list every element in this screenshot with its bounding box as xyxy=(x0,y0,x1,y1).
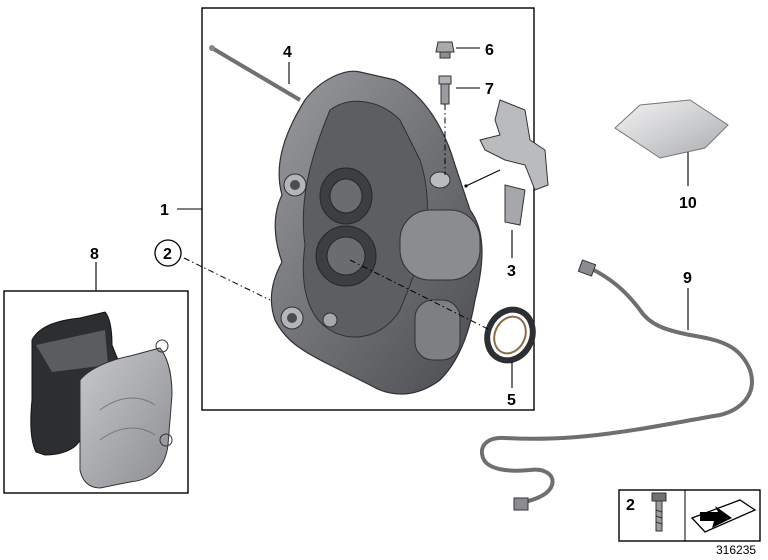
reference-number: 316235 xyxy=(716,543,756,557)
brake-pad-front xyxy=(79,339,173,489)
seal-ring xyxy=(484,306,536,364)
brake-caliper xyxy=(270,70,483,395)
callout-9: 9 xyxy=(683,270,692,287)
wear-sensor xyxy=(479,259,754,511)
callout-7: 7 xyxy=(485,81,494,98)
legend-box: 2 xyxy=(618,489,761,542)
callout-2: 2 xyxy=(163,246,172,263)
legend-number: 2 xyxy=(626,497,635,514)
callout-6: 6 xyxy=(485,42,494,59)
bolt-icon xyxy=(651,492,667,532)
callout-10: 10 xyxy=(679,195,697,212)
spring-clip xyxy=(479,99,549,226)
callout-1: 1 xyxy=(160,202,169,219)
bleed-cap xyxy=(435,41,455,59)
callout-2-circle xyxy=(154,239,182,267)
callout-5: 5 xyxy=(507,392,516,409)
arrow-sheet-icon xyxy=(690,499,757,533)
brake-pad-rear xyxy=(30,311,119,456)
callout-8: 8 xyxy=(90,246,99,263)
callout-3: 3 xyxy=(507,263,516,280)
foil-pad xyxy=(614,99,729,159)
guide-pin xyxy=(209,45,302,102)
bleed-screw xyxy=(438,75,452,105)
callout-4: 4 xyxy=(283,44,292,61)
